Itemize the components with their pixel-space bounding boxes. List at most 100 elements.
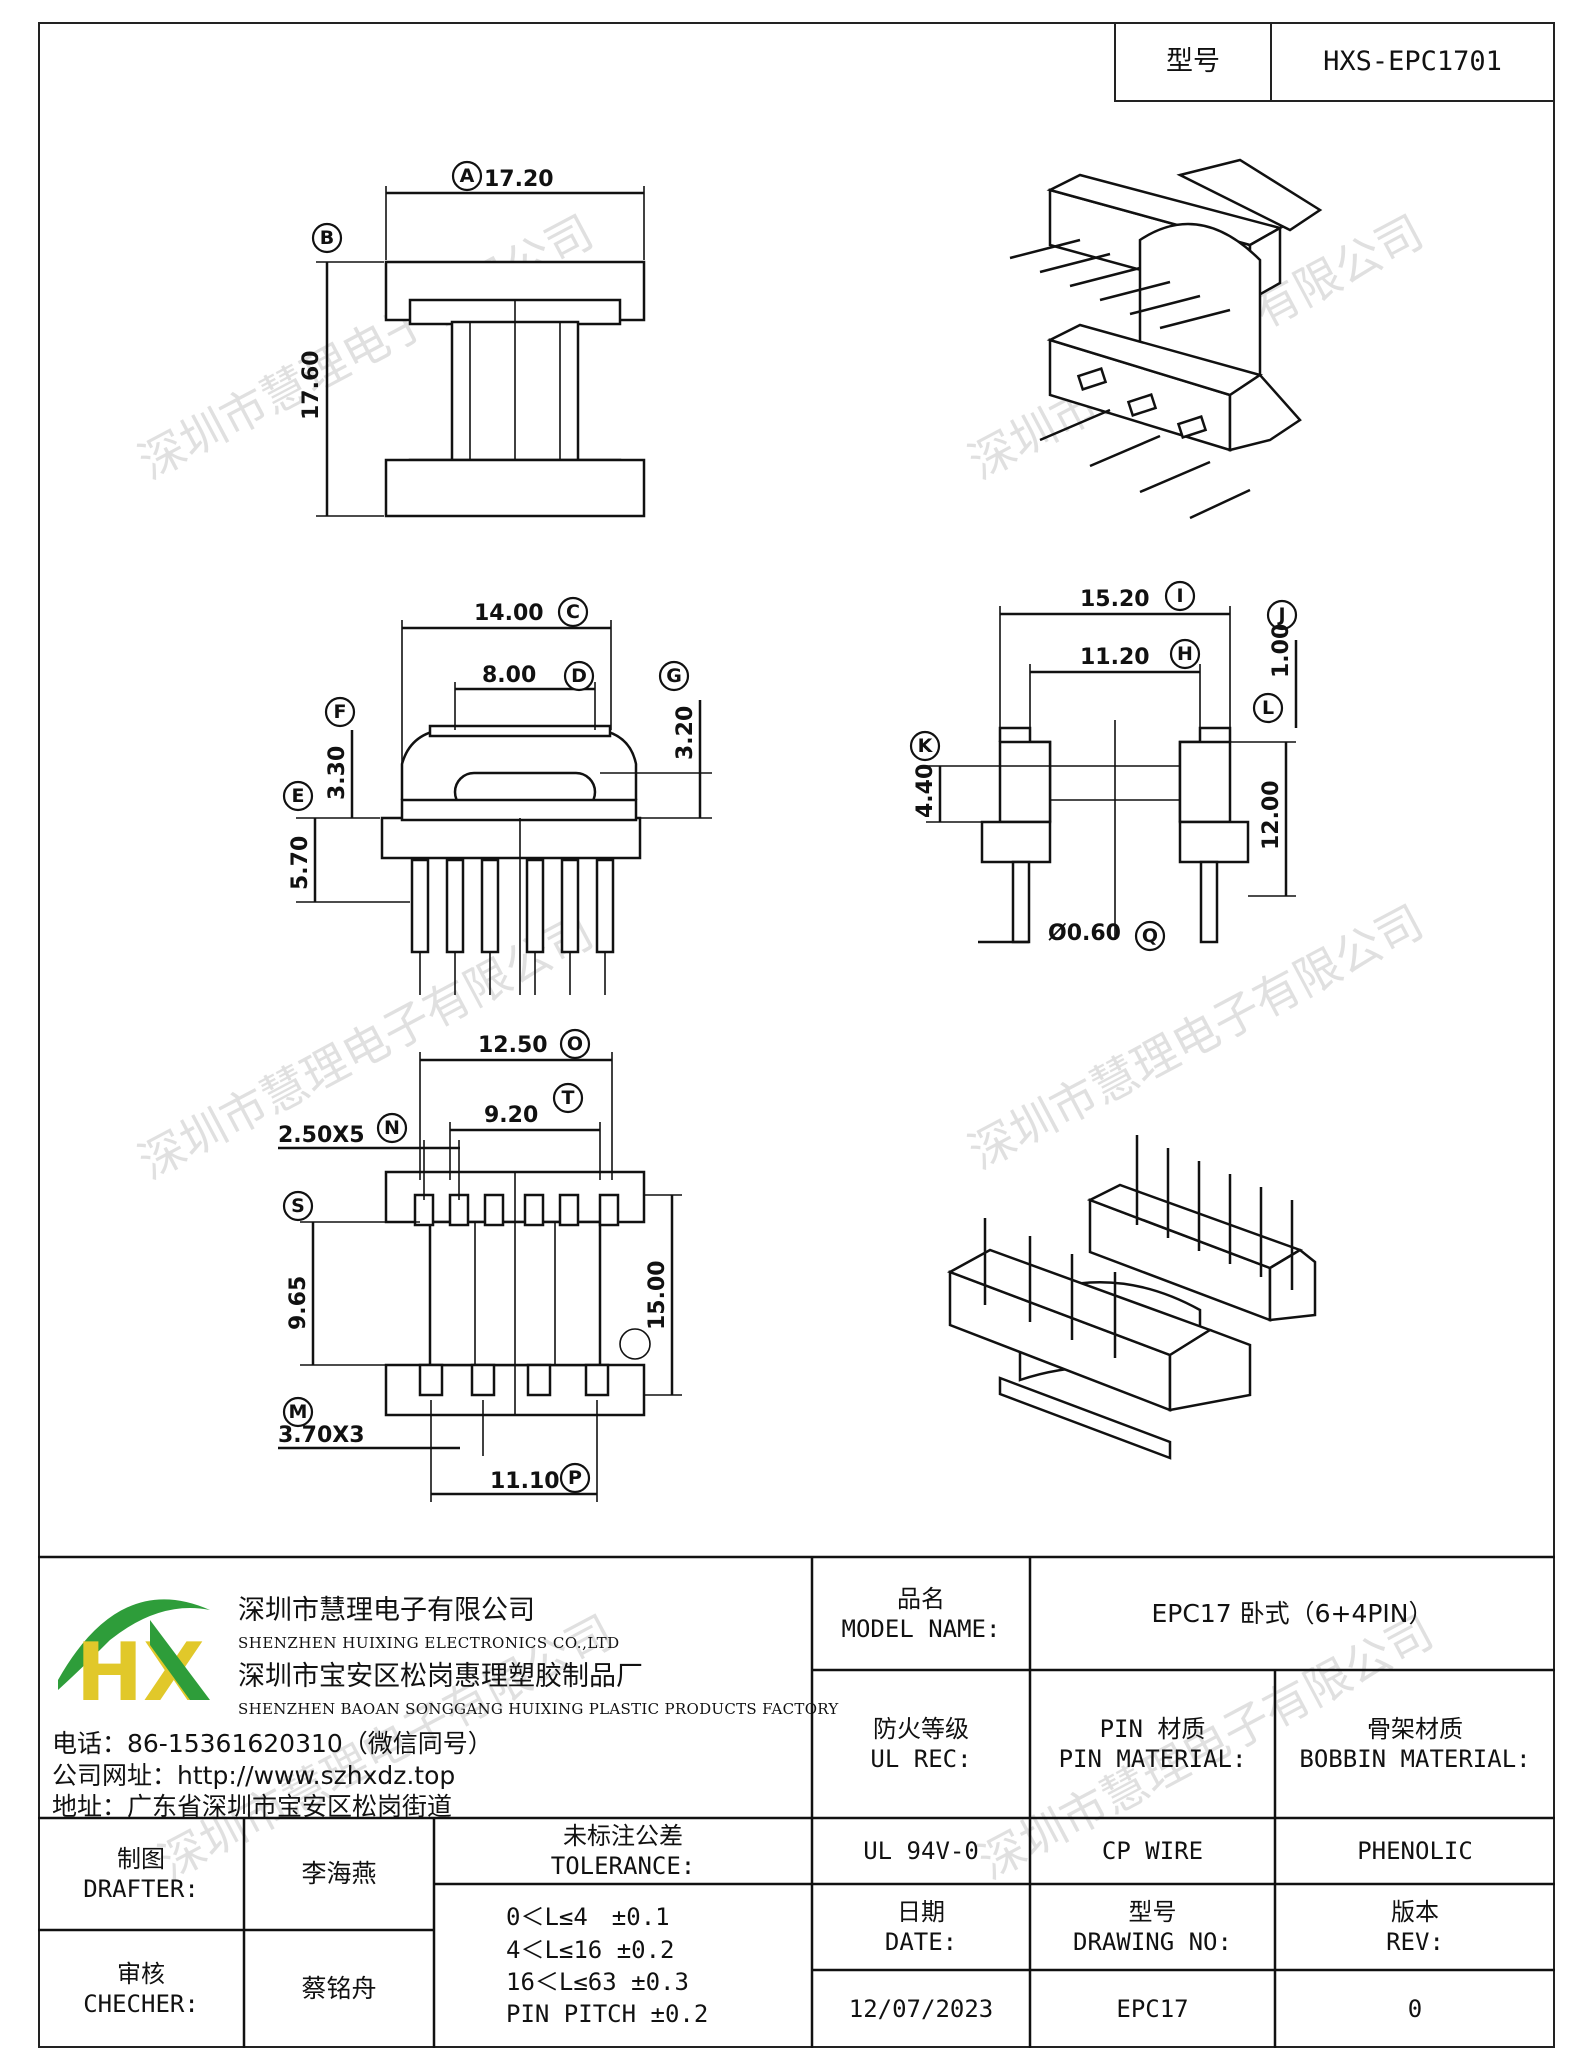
drawing-no-label-en: DRAWING NO: — [1073, 1928, 1232, 1956]
dim-H-tag: H — [1177, 643, 1193, 665]
model-name-label-cn: 品名 — [897, 1584, 945, 1613]
dim-J-tag: J — [1276, 604, 1285, 626]
dim-I-value: 15.20 — [1080, 587, 1150, 612]
dim-K-value: 4.40 — [913, 764, 938, 818]
dim-F-value: 3.30 — [325, 746, 350, 800]
view-isometric-top — [1009, 158, 1323, 520]
bobbin-material-label-en: BOBBIN MATERIAL: — [1299, 1745, 1531, 1773]
dim-T-value: 9.20 — [484, 1103, 538, 1128]
dim-M-tag: M — [289, 1401, 308, 1423]
drawing-no-value-cell: EPC17 — [1030, 1970, 1275, 2048]
date-label-cn: 日期 — [897, 1898, 945, 1926]
drafter-label-cell: 制图 DRAFTER: — [38, 1818, 244, 1930]
model-name-value: EPC17 卧式（6+4PIN） — [1151, 1598, 1434, 1628]
drawing-no-label-cell: 型号 DRAWING NO: — [1030, 1884, 1275, 1970]
rev-label-cn: 版本 — [1391, 1898, 1439, 1926]
dim-D-value: 8.00 — [482, 663, 536, 688]
dim-C-value: 14.00 — [474, 601, 544, 626]
bobbin-material-value: PHENOLIC — [1357, 1837, 1473, 1865]
factory-name-en: SHENZHEN BAOAN SONGGANG HUIXING PLASTIC … — [238, 1700, 839, 1718]
ul-value: UL 94V-0 — [863, 1837, 979, 1865]
rev-label-en: REV: — [1386, 1928, 1444, 1956]
drawing-no-label-cn: 型号 — [1128, 1898, 1177, 1926]
pin-group-front — [410, 858, 615, 995]
pin-row-top — [413, 1193, 620, 1227]
company-address: 地址：广东省深圳市宝安区松岗街道 — [52, 1792, 453, 1821]
pin-material-label-cn: PIN 材质 — [1099, 1715, 1206, 1743]
drawing-no-value: EPC17 — [1116, 1995, 1189, 2023]
dim-B-value: 17.60 — [299, 350, 324, 420]
view-isometric-bottom — [947, 1135, 1317, 1460]
rev-label-cell: 版本 REV: — [1275, 1884, 1555, 1970]
dim-A-tag: A — [460, 165, 475, 187]
dim-Q-value: Ø0.60 — [1048, 921, 1121, 946]
company-phone: 电话：86-15361620310（微信同号） — [52, 1729, 493, 1758]
company-name-cn: 深圳市慧理电子有限公司 — [238, 1595, 535, 1626]
pin-material-value: CP WIRE — [1101, 1837, 1204, 1865]
dim-K-tag: K — [918, 735, 934, 757]
tolerance-line-4: PIN PITCH ±0.2 — [506, 2000, 709, 2029]
checker-label-cell: 审核 CHECHER: — [38, 1930, 244, 2048]
tolerance-line-1: 0＜L≤4 ±0.1 — [506, 1903, 670, 1932]
date-label-en: DATE: — [884, 1928, 958, 1956]
checker-name: 蔡铭舟 — [301, 1974, 377, 2004]
bobbin-material-label-cn: 骨架材质 — [1367, 1715, 1463, 1743]
pin-material-value-cell: CP WIRE — [1030, 1818, 1275, 1884]
drafter-label-cn: 制图 — [117, 1845, 165, 1873]
bobbin-material-label-cell: 骨架材质 BOBBIN MATERIAL: — [1275, 1670, 1555, 1818]
dim-P-value: 11.10 — [490, 1469, 560, 1494]
dim-B-tag: B — [320, 227, 334, 249]
model-value: HXS-EPC1701 — [1323, 46, 1502, 78]
tolerance-values-cell: 0＜L≤4 ±0.1 4＜L≤16 ±0.2 16＜L≤63 ±0.3 PIN … — [434, 1884, 812, 2048]
dim-M-value: 3.70X3 — [278, 1423, 365, 1448]
dim-I-tag: I — [1176, 585, 1183, 607]
dim-J-value: 1.00 — [1269, 624, 1294, 678]
drafter-label-en: DRAFTER: — [83, 1875, 199, 1903]
ul-label-cn: 防火等级 — [873, 1715, 969, 1743]
bobbin-material-value-cell: PHENOLIC — [1275, 1818, 1555, 1884]
dim-S-value: 9.65 — [286, 1276, 311, 1330]
ul-value-cell: UL 94V-0 — [812, 1818, 1030, 1884]
drawing-sheet — [38, 22, 1555, 2048]
dim-G-value: 3.20 — [673, 706, 698, 760]
model-name-label-en: MODEL NAME: — [841, 1614, 1001, 1643]
dim-C-tag: C — [566, 601, 580, 623]
dim-O-value: 12.50 — [478, 1033, 548, 1058]
dim-P-tag: P — [568, 1467, 582, 1489]
tolerance-label-en: TOLERANCE: — [550, 1852, 696, 1880]
dim-D-tag: D — [571, 665, 587, 687]
pin-material-label-en: PIN MATERIAL: — [1058, 1745, 1247, 1773]
dim-H-value: 11.20 — [1080, 645, 1150, 670]
model-label: 型号 — [1166, 46, 1220, 78]
dim-F-tag: F — [334, 701, 347, 723]
dim-E-tag: E — [292, 785, 305, 807]
dim-E-value: 5.70 — [288, 836, 313, 890]
company-website: 公司网址：http://www.szhxdz.top — [52, 1761, 456, 1790]
date-value-cell: 12/07/2023 — [812, 1970, 1030, 2048]
ul-label-cell: 防火等级 UL REC: — [812, 1670, 1030, 1818]
tolerance-line-3: 16＜L≤63 ±0.3 — [506, 1968, 689, 1996]
view-side-top-left: A 17.20 B 17.60 — [299, 160, 646, 518]
model-value-cell: HXS-EPC1701 — [1270, 22, 1555, 102]
dim-L-value: 12.00 — [1259, 780, 1284, 850]
checker-label-cn: 审核 — [117, 1960, 165, 1988]
tolerance-label-cell: 未标注公差 TOLERANCE: — [434, 1818, 812, 1884]
dim-A-value: 17.20 — [484, 167, 554, 192]
watermark-4: 深圳市慧理电子有限公司 — [960, 894, 1432, 1179]
ul-label-en: UL REC: — [870, 1745, 972, 1773]
dim-G-tag: G — [666, 665, 682, 687]
factory-name-cn: 深圳市宝安区松岗惠理塑胶制品厂 — [238, 1661, 643, 1692]
view-front-middle-left: 14.00 C 8.00 D G 3.20 F 3.30 E 5.70 — [282, 596, 712, 995]
tolerance-label-cn: 未标注公差 — [563, 1822, 683, 1850]
drafter-name: 李海燕 — [301, 1859, 377, 1889]
pin-material-label-cell: PIN 材质 PIN MATERIAL: — [1030, 1670, 1275, 1818]
title-block-grid — [38, 1555, 1555, 2048]
dim-R-value: 15.00 — [645, 1260, 670, 1330]
date-value: 12/07/2023 — [848, 1995, 994, 2023]
dim-L-tag: L — [1262, 697, 1274, 719]
drafter-name-cell: 李海燕 — [244, 1818, 434, 1930]
model-name-value-cell: EPC17 卧式（6+4PIN） — [1030, 1557, 1555, 1670]
view-bottom-left: 12.50 O 9.20 T 2.50X5 N S 9.65 15.00 M — [278, 1028, 682, 1502]
pin-row-bottom — [418, 1363, 610, 1397]
